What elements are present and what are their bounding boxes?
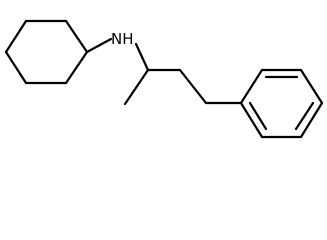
ring-bond: [4, 50, 28, 85]
ring-bond: [239, 101, 264, 139]
chain-bond: [178, 68, 208, 105]
ring-bond: [299, 68, 324, 105]
double-bond-inner: [294, 101, 315, 131]
methyl-bond: [123, 68, 150, 106]
ring-bond: [64, 50, 89, 85]
ring-nitrogen-bond: [85, 37, 113, 54]
nitrogen-carbon-bond: [134, 42, 150, 72]
benzene-ring: [239, 68, 324, 139]
ring-bond: [239, 68, 264, 105]
structure-canvas: NH: [4, 19, 324, 139]
nitrogen-label: NH: [111, 30, 134, 48]
ring-bond: [299, 101, 324, 139]
cyclohexane-ring: [4, 19, 89, 85]
ring-bond: [4, 19, 28, 54]
double-bond-inner: [248, 101, 268, 131]
skeletal-structure: NH: [4, 19, 324, 139]
ring-bond: [64, 19, 89, 54]
